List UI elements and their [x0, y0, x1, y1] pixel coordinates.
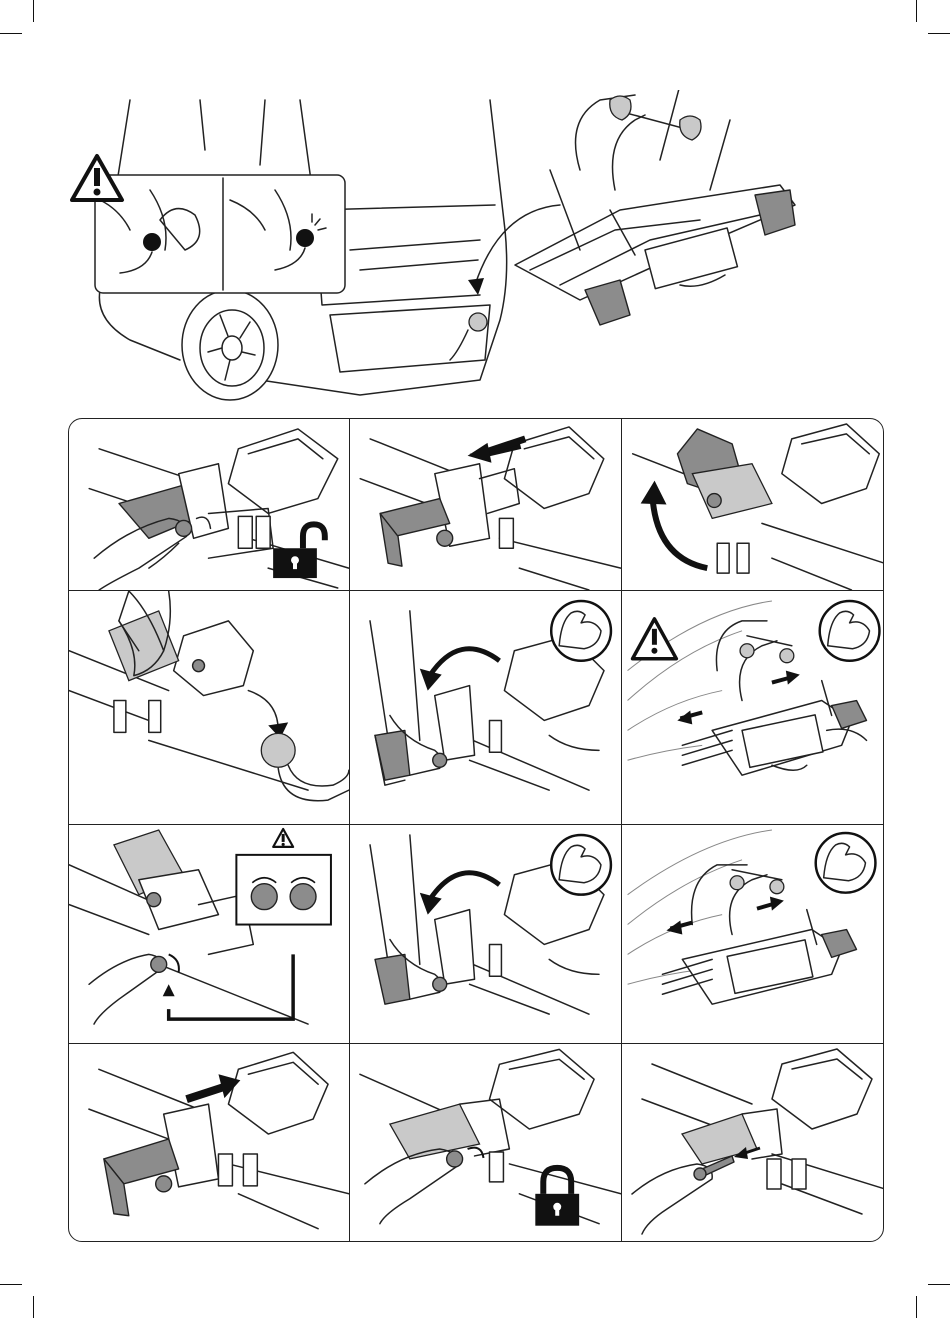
curved-arrow-icon — [641, 481, 708, 568]
step-check-fit-again — [622, 825, 884, 1044]
instruction-steps-grid — [68, 418, 884, 1242]
crop-mark — [916, 0, 917, 22]
step-pull-out-slider — [350, 419, 622, 591]
step-place-on-tow-ball — [69, 591, 350, 825]
strong-arm-icon — [820, 601, 880, 661]
unlock-padlock-icon — [273, 524, 325, 578]
strong-arm-icon — [551, 601, 611, 661]
crop-mark — [0, 1284, 22, 1285]
step-unlock-key — [69, 419, 350, 591]
step-press-lever-down — [350, 591, 622, 825]
step-check-fit — [622, 591, 884, 825]
crop-mark — [0, 33, 22, 34]
crop-mark — [928, 1284, 950, 1285]
crop-mark — [33, 1296, 34, 1318]
tow-ball-cleaning-inset — [95, 175, 345, 293]
curved-arrow-icon — [420, 873, 500, 915]
strong-arm-icon — [816, 833, 876, 893]
step-raise-lever — [622, 419, 884, 591]
bike-carrier-illustration — [515, 90, 795, 325]
step-lock-key — [350, 1044, 622, 1242]
hero-illustration — [60, 90, 890, 410]
step-push-in-slider — [69, 1044, 350, 1242]
warning-triangle-icon — [273, 829, 293, 847]
crop-mark — [928, 33, 950, 34]
warning-triangle-icon — [633, 619, 677, 659]
step-press-lever-again — [350, 825, 622, 1044]
curved-arrow-icon — [420, 649, 500, 691]
crop-mark — [33, 0, 34, 22]
step-remove-key — [622, 1044, 884, 1242]
crop-mark — [916, 1296, 917, 1318]
tow-ball-icon — [261, 733, 349, 800]
tension-knob-icon — [236, 855, 331, 925]
step-adjust-tension — [69, 825, 350, 1044]
strong-arm-icon — [551, 835, 611, 895]
